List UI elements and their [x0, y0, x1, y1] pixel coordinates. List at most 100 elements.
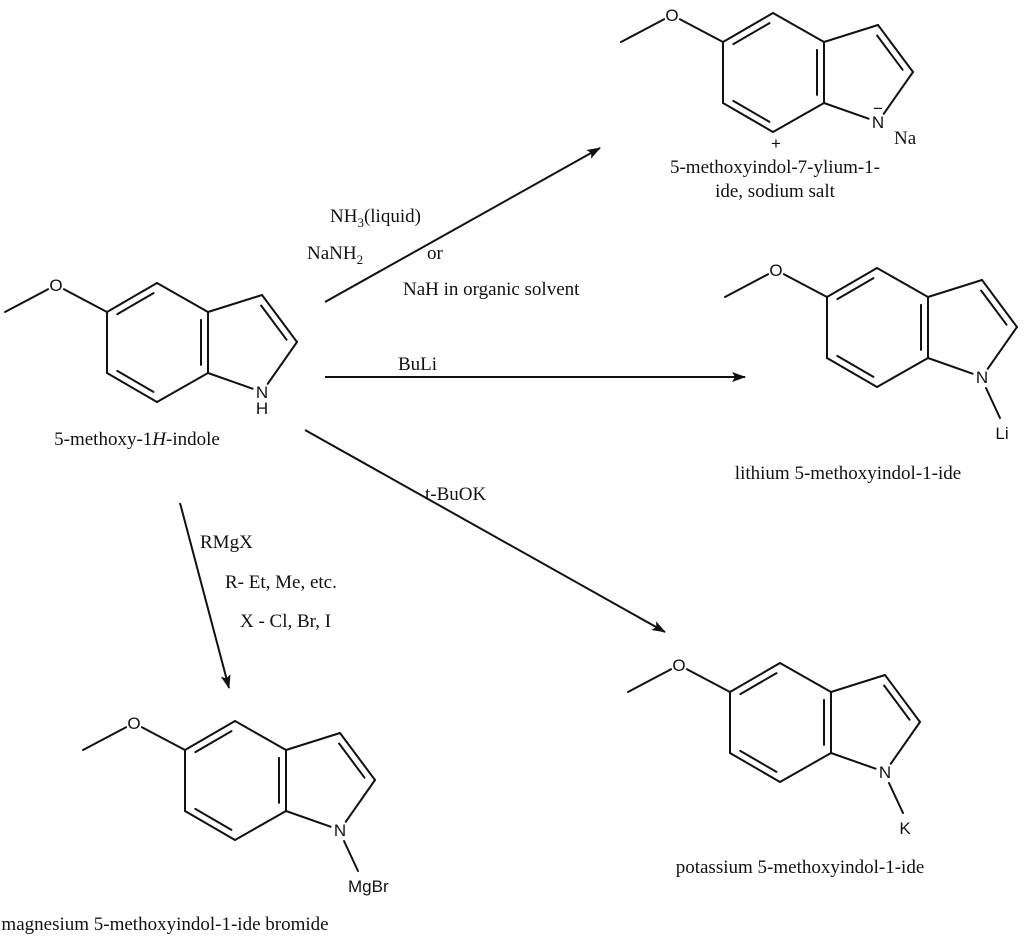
potassium-product-structure: O N K — [627, 656, 921, 838]
double-bond-line — [836, 354, 875, 378]
bond-line — [184, 810, 236, 841]
reagent-or: or — [427, 243, 444, 264]
n-metal-bond — [985, 387, 1001, 419]
sodium-product-name-2: ide, sodium salt — [715, 181, 836, 202]
bond-line — [82, 726, 128, 751]
bond-line — [234, 810, 287, 841]
bond-line — [986, 326, 1018, 370]
bond-line — [830, 674, 886, 693]
double-bond-line — [116, 369, 155, 393]
nitrogen-atom-label: N — [334, 821, 346, 840]
arrow-to-magnesium-salt — [179, 502, 231, 689]
starting-material-name: 5-methoxy-1H-indole — [54, 429, 220, 450]
bond-line — [826, 267, 878, 298]
bond-line — [724, 273, 770, 298]
hydrogen-atom-label: H — [256, 399, 268, 418]
bond-line — [772, 12, 825, 43]
reagent-nh3: NH3(liquid) — [330, 206, 421, 230]
bond-line — [729, 752, 781, 783]
double-bond-line — [739, 749, 778, 773]
bond-line — [207, 294, 263, 313]
reagent-nah: NaH in organic solvent — [403, 279, 580, 300]
double-bond-line — [739, 672, 778, 696]
reagent-tbuok: t-BuOK — [425, 484, 487, 505]
bond-line — [285, 810, 332, 828]
bond-line — [685, 668, 731, 693]
bond-line — [876, 267, 929, 298]
positive-charge: + — [771, 134, 781, 153]
double-bond-line — [116, 292, 155, 316]
bond-line — [927, 357, 974, 375]
bond-line — [779, 752, 832, 783]
negative-charge: − — [873, 99, 883, 118]
metal-label: Na — [894, 128, 917, 149]
bond-line — [4, 288, 50, 313]
metal-label: Li — [995, 424, 1008, 443]
metal-label: MgBr — [348, 877, 389, 896]
oxygen-atom-label: O — [769, 261, 782, 280]
bond-line — [266, 341, 298, 385]
bond-line — [620, 18, 666, 43]
double-bond-line — [194, 807, 233, 831]
bond-line — [627, 668, 673, 693]
reagent-nanh2: NaNH2 — [307, 243, 363, 267]
n-metal-bond — [888, 782, 904, 814]
double-bond-line — [836, 277, 875, 301]
bond-line — [876, 357, 929, 388]
bond-line — [184, 720, 236, 751]
bond-line — [877, 24, 914, 73]
bond-line — [106, 282, 158, 313]
double-bond-line — [876, 34, 904, 71]
magnesium-product-structure: O N MgBr — [82, 714, 389, 896]
bond-line — [140, 726, 186, 751]
n-metal-bond — [343, 840, 359, 872]
bond-line — [344, 779, 376, 823]
nitrogen-atom-label: N — [872, 113, 884, 132]
double-bond-line — [732, 99, 771, 123]
arrow-to-sodium-salt — [324, 147, 601, 303]
bond-line — [156, 282, 209, 313]
nitrogen-atom-label: N — [879, 763, 891, 782]
bond-line — [823, 24, 879, 43]
bond-line — [678, 18, 724, 43]
oxygen-atom-label: O — [49, 276, 62, 295]
bond-line — [207, 372, 254, 390]
bond-line — [884, 674, 921, 723]
bond-line — [981, 279, 1018, 328]
reagent-x-note: X - Cl, Br, I — [240, 611, 331, 632]
bond-line — [722, 102, 774, 133]
sodium-product-structure: O N Na− + — [620, 6, 917, 153]
double-bond-line — [883, 684, 911, 721]
sodium-product-name-1: 5-methoxyindol-7-ylium-1- — [670, 157, 880, 178]
reagent-r-note: R- Et, Me, etc. — [225, 572, 337, 593]
bond-line — [782, 273, 828, 298]
bond-line — [261, 294, 298, 343]
bond-line — [285, 732, 341, 751]
magnesium-product-name: magnesium 5-methoxyindol-1-ide bromide — [1, 914, 328, 935]
bond-line — [889, 721, 921, 765]
arrow-to-potassium-salt — [304, 429, 666, 633]
bond-line — [826, 357, 878, 388]
starting-material-structure: ONH — [4, 276, 298, 418]
oxygen-atom-label: O — [127, 714, 140, 733]
bond-line — [830, 752, 877, 770]
bond-line — [156, 372, 209, 403]
bond-line — [772, 102, 825, 133]
bond-line — [62, 288, 108, 313]
bond-line — [339, 732, 376, 781]
double-bond-line — [980, 289, 1008, 326]
double-bond-line — [338, 742, 366, 779]
double-bond-line — [260, 304, 288, 341]
oxygen-atom-label: O — [672, 656, 685, 675]
bond-line — [106, 372, 158, 403]
bond-line — [234, 720, 287, 751]
oxygen-atom-label: O — [665, 6, 678, 25]
lithium-product-structure: O N Li — [724, 261, 1018, 443]
nitrogen-atom-label: N — [976, 368, 988, 387]
bond-line — [882, 71, 914, 115]
potassium-product-name: potassium 5-methoxyindol-1-ide — [676, 857, 925, 878]
double-bond-line — [194, 730, 233, 754]
metal-label: K — [899, 819, 911, 838]
lithium-product-name: lithium 5-methoxyindol-1-ide — [735, 463, 961, 484]
